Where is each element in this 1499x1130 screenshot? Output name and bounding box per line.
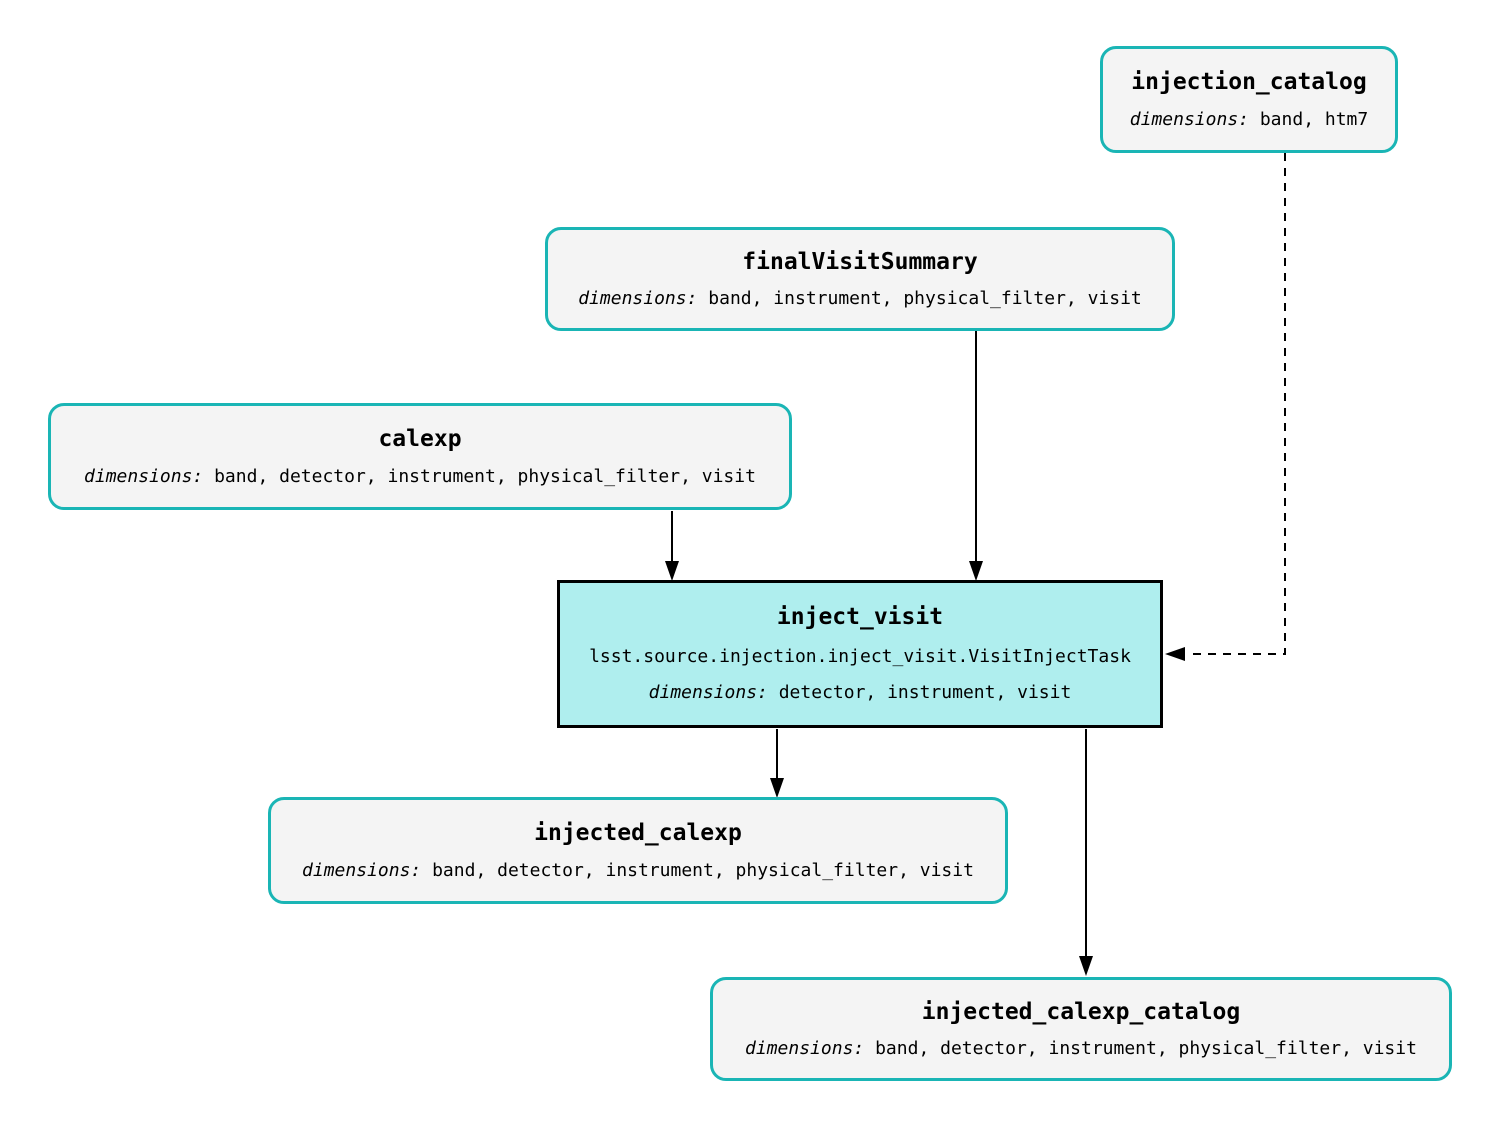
- node-dimensions: dimensions: detector, instrument, visit: [648, 681, 1072, 703]
- task-node-inject-visit: inject_visit lsst.source.injection.injec…: [557, 580, 1163, 728]
- arrowhead-icon: [1079, 956, 1093, 976]
- dimensions-value: band, detector, instrument, physical_fil…: [875, 1037, 1417, 1059]
- dataset-node-injection-catalog: injection_catalog dimensions: band, htm7: [1100, 46, 1398, 153]
- edge-calexp-to-inject-visit: [665, 511, 679, 581]
- dataset-node-injected-calexp: injected_calexp dimensions: band, detect…: [268, 797, 1008, 904]
- node-dimensions: dimensions: band, instrument, physical_f…: [578, 287, 1142, 309]
- dataset-node-injected-calexp-catalog: injected_calexp_catalog dimensions: band…: [710, 977, 1452, 1081]
- node-title: calexp: [378, 425, 462, 452]
- dimensions-value: band, instrument, physical_filter, visit: [708, 287, 1142, 309]
- dimensions-value: detector, instrument, visit: [778, 681, 1072, 703]
- dimensions-label: dimensions:: [302, 859, 422, 881]
- arrowhead-icon: [969, 561, 983, 581]
- node-dimensions: dimensions: band, htm7: [1129, 108, 1369, 130]
- node-title: injected_calexp_catalog: [921, 998, 1241, 1025]
- node-dimensions: dimensions: band, detector, instrument, …: [84, 465, 756, 487]
- node-title: injected_calexp: [534, 819, 742, 846]
- dimensions-value: band, detector, instrument, physical_fil…: [214, 465, 756, 487]
- dimensions-label: dimensions:: [1129, 108, 1249, 130]
- node-dimensions: dimensions: band, detector, instrument, …: [302, 859, 974, 881]
- node-dimensions: dimensions: band, detector, instrument, …: [745, 1037, 1417, 1059]
- node-title: inject_visit: [776, 604, 944, 631]
- dimensions-label: dimensions:: [578, 287, 698, 309]
- dimensions-value: band, htm7: [1259, 108, 1369, 130]
- edge-injection-catalog-to-inject-visit: [1165, 153, 1286, 661]
- node-title: injection_catalog: [1131, 68, 1367, 95]
- dimensions-label: dimensions:: [84, 465, 204, 487]
- dimensions-label: dimensions:: [745, 1037, 865, 1059]
- edge-finalVisitSummary-to-inject-visit: [969, 331, 983, 581]
- dimensions-value: band, detector, instrument, physical_fil…: [432, 859, 974, 881]
- edge-inject-visit-to-injected-calexp: [770, 729, 784, 798]
- task-class: lsst.source.injection.inject_visit.Visit…: [589, 645, 1131, 667]
- arrowhead-icon: [1165, 647, 1185, 661]
- edge-inject-visit-to-injected-calexp-catalog: [1079, 729, 1093, 976]
- arrowhead-icon: [770, 778, 784, 798]
- dataset-node-finalVisitSummary: finalVisitSummary dimensions: band, inst…: [545, 227, 1175, 331]
- dataset-node-calexp: calexp dimensions: band, detector, instr…: [48, 403, 792, 510]
- dimensions-label: dimensions:: [648, 681, 768, 703]
- arrowhead-icon: [665, 561, 679, 581]
- node-title: finalVisitSummary: [742, 248, 978, 275]
